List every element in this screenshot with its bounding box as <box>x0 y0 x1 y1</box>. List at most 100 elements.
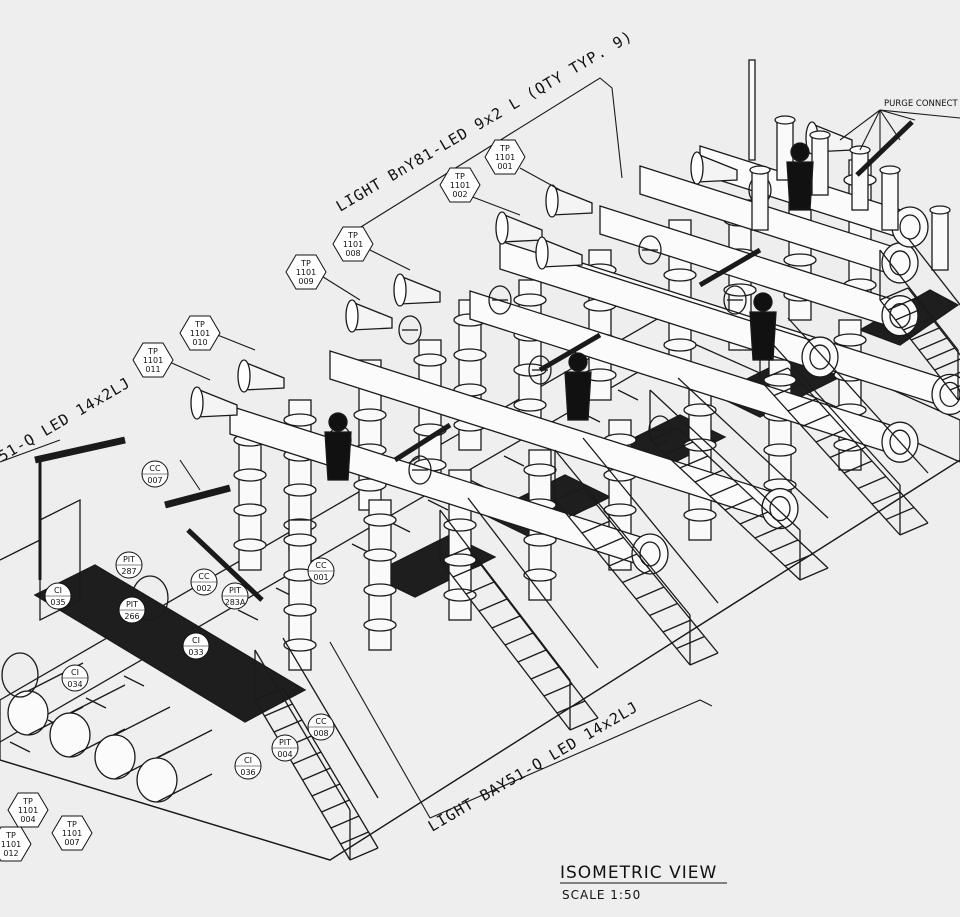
manifold-pipe-top <box>69 684 126 714</box>
pipe-flange <box>283 638 317 652</box>
circle-tag-bottom: 266 <box>124 612 139 621</box>
circle-tag-bottom: 283A <box>225 598 246 607</box>
stair-tread <box>504 632 534 646</box>
stair-tread <box>887 297 917 311</box>
pipe-flange <box>233 503 267 517</box>
pipe-end-flange <box>761 487 799 530</box>
stair-handrail <box>582 437 719 604</box>
worker-body <box>749 311 777 361</box>
hex-tag: TP 1101 007 <box>51 815 93 851</box>
equipment-group <box>0 59 960 861</box>
hex-tag-line2: 1101 <box>190 329 210 338</box>
platform-railing <box>39 498 81 622</box>
hex-tag-line3: 009 <box>298 277 313 286</box>
circle-tag: CI 033 <box>182 632 210 660</box>
stair-tread <box>649 427 679 441</box>
stair-tread <box>478 598 508 612</box>
skid-crossbeam <box>617 389 639 401</box>
stair-tread <box>273 719 303 733</box>
pipe-end-flange <box>881 295 919 337</box>
hex-tag-line2: 1101 <box>1 840 21 849</box>
stair-tread <box>773 382 803 397</box>
bell-mouth <box>690 151 704 185</box>
instrument-tower <box>811 134 829 196</box>
pipe-flange <box>783 253 817 267</box>
bell-mouth <box>545 184 559 218</box>
manifold-pipe-bottom <box>156 773 213 803</box>
stair-tread <box>801 413 831 428</box>
valve-handwheel <box>723 285 747 315</box>
pipe-end-bore <box>899 214 921 240</box>
light-fixture <box>538 332 602 373</box>
worker-head <box>568 352 588 372</box>
circle-tag-bottom: 034 <box>67 680 82 689</box>
hex-tag-line3: 007 <box>64 838 79 847</box>
stair-tread <box>491 615 521 629</box>
pipe-flange <box>763 373 797 387</box>
pipe-flange <box>723 283 757 297</box>
pipe-flange <box>763 443 797 457</box>
stair-tread <box>724 497 754 511</box>
stair-tread <box>815 429 845 443</box>
pipe-flange <box>513 398 547 412</box>
stair-tread <box>871 491 901 505</box>
circle-tag: CC 002 <box>190 568 218 596</box>
stair-handrail <box>759 329 901 486</box>
leader-lines <box>0 77 960 819</box>
pipe-flange <box>443 553 477 567</box>
pipe-flange <box>683 403 717 417</box>
stair-tread <box>517 649 547 663</box>
bell-mouth <box>190 386 204 420</box>
circle-tag: PIT 004 <box>271 734 299 762</box>
hex-tag: TP 1101 001 <box>484 139 526 175</box>
hex-tag-line1: TP <box>22 797 33 806</box>
circle-tag-group: CC 007 CC 002 CC 001 CC 008 PIT 287 <box>44 460 335 780</box>
pipe-end-flange <box>881 242 919 284</box>
manifold-pipe-top <box>114 706 171 736</box>
hex-tag-line3: 004 <box>20 815 35 824</box>
pipe-flange <box>443 518 477 532</box>
stair-tread <box>759 367 789 381</box>
hex-tag: TP 1101 004 <box>7 792 49 828</box>
valve-handwheel <box>488 285 512 315</box>
valve-handwheel <box>1 652 39 698</box>
hex-tag-line3: 001 <box>497 162 512 171</box>
hex-tag: TP 1101 009 <box>285 254 327 290</box>
bell-mouth <box>345 299 359 333</box>
stair-tread <box>899 522 929 536</box>
hex-tag-line1: TP <box>66 820 77 829</box>
stair-tread <box>340 831 369 845</box>
valve-handwheel <box>408 455 432 485</box>
stair-tread <box>264 703 293 717</box>
walkway-grating <box>33 564 307 723</box>
stair-handrail <box>439 509 571 681</box>
hex-tag-line1: TP <box>5 831 16 840</box>
pipe-end-flange <box>801 336 839 378</box>
pipe-end-flange <box>631 533 669 575</box>
stair-tread <box>662 619 692 633</box>
circle-tag-bottom: 002 <box>196 584 211 593</box>
skid-crossbeam <box>85 697 107 709</box>
bell-mouth <box>535 236 549 270</box>
pipe-flange <box>453 348 487 362</box>
bell-mouth <box>495 211 509 245</box>
circle-tag-bottom: 287 <box>121 567 136 576</box>
valve-handwheel <box>648 415 672 445</box>
stair-tread <box>465 581 495 595</box>
skid-crossbeam <box>237 609 259 621</box>
circle-tag: CC 001 <box>307 557 335 585</box>
stair-tread <box>903 317 932 331</box>
stair-tread <box>649 602 678 617</box>
pipe-flange <box>663 338 697 352</box>
stair-tread <box>942 371 960 381</box>
stair-tread <box>543 683 573 697</box>
hex-tag-line2: 1101 <box>143 356 163 365</box>
hex-tag-line3: 008 <box>345 249 360 258</box>
stair-tread <box>857 475 887 490</box>
drawing-title: ISOMETRIC VIEW <box>560 863 717 883</box>
stair-tread <box>799 567 829 581</box>
platform-railing <box>0 539 41 561</box>
pipe-end-bore <box>939 381 960 408</box>
pipe-flange <box>233 538 267 552</box>
